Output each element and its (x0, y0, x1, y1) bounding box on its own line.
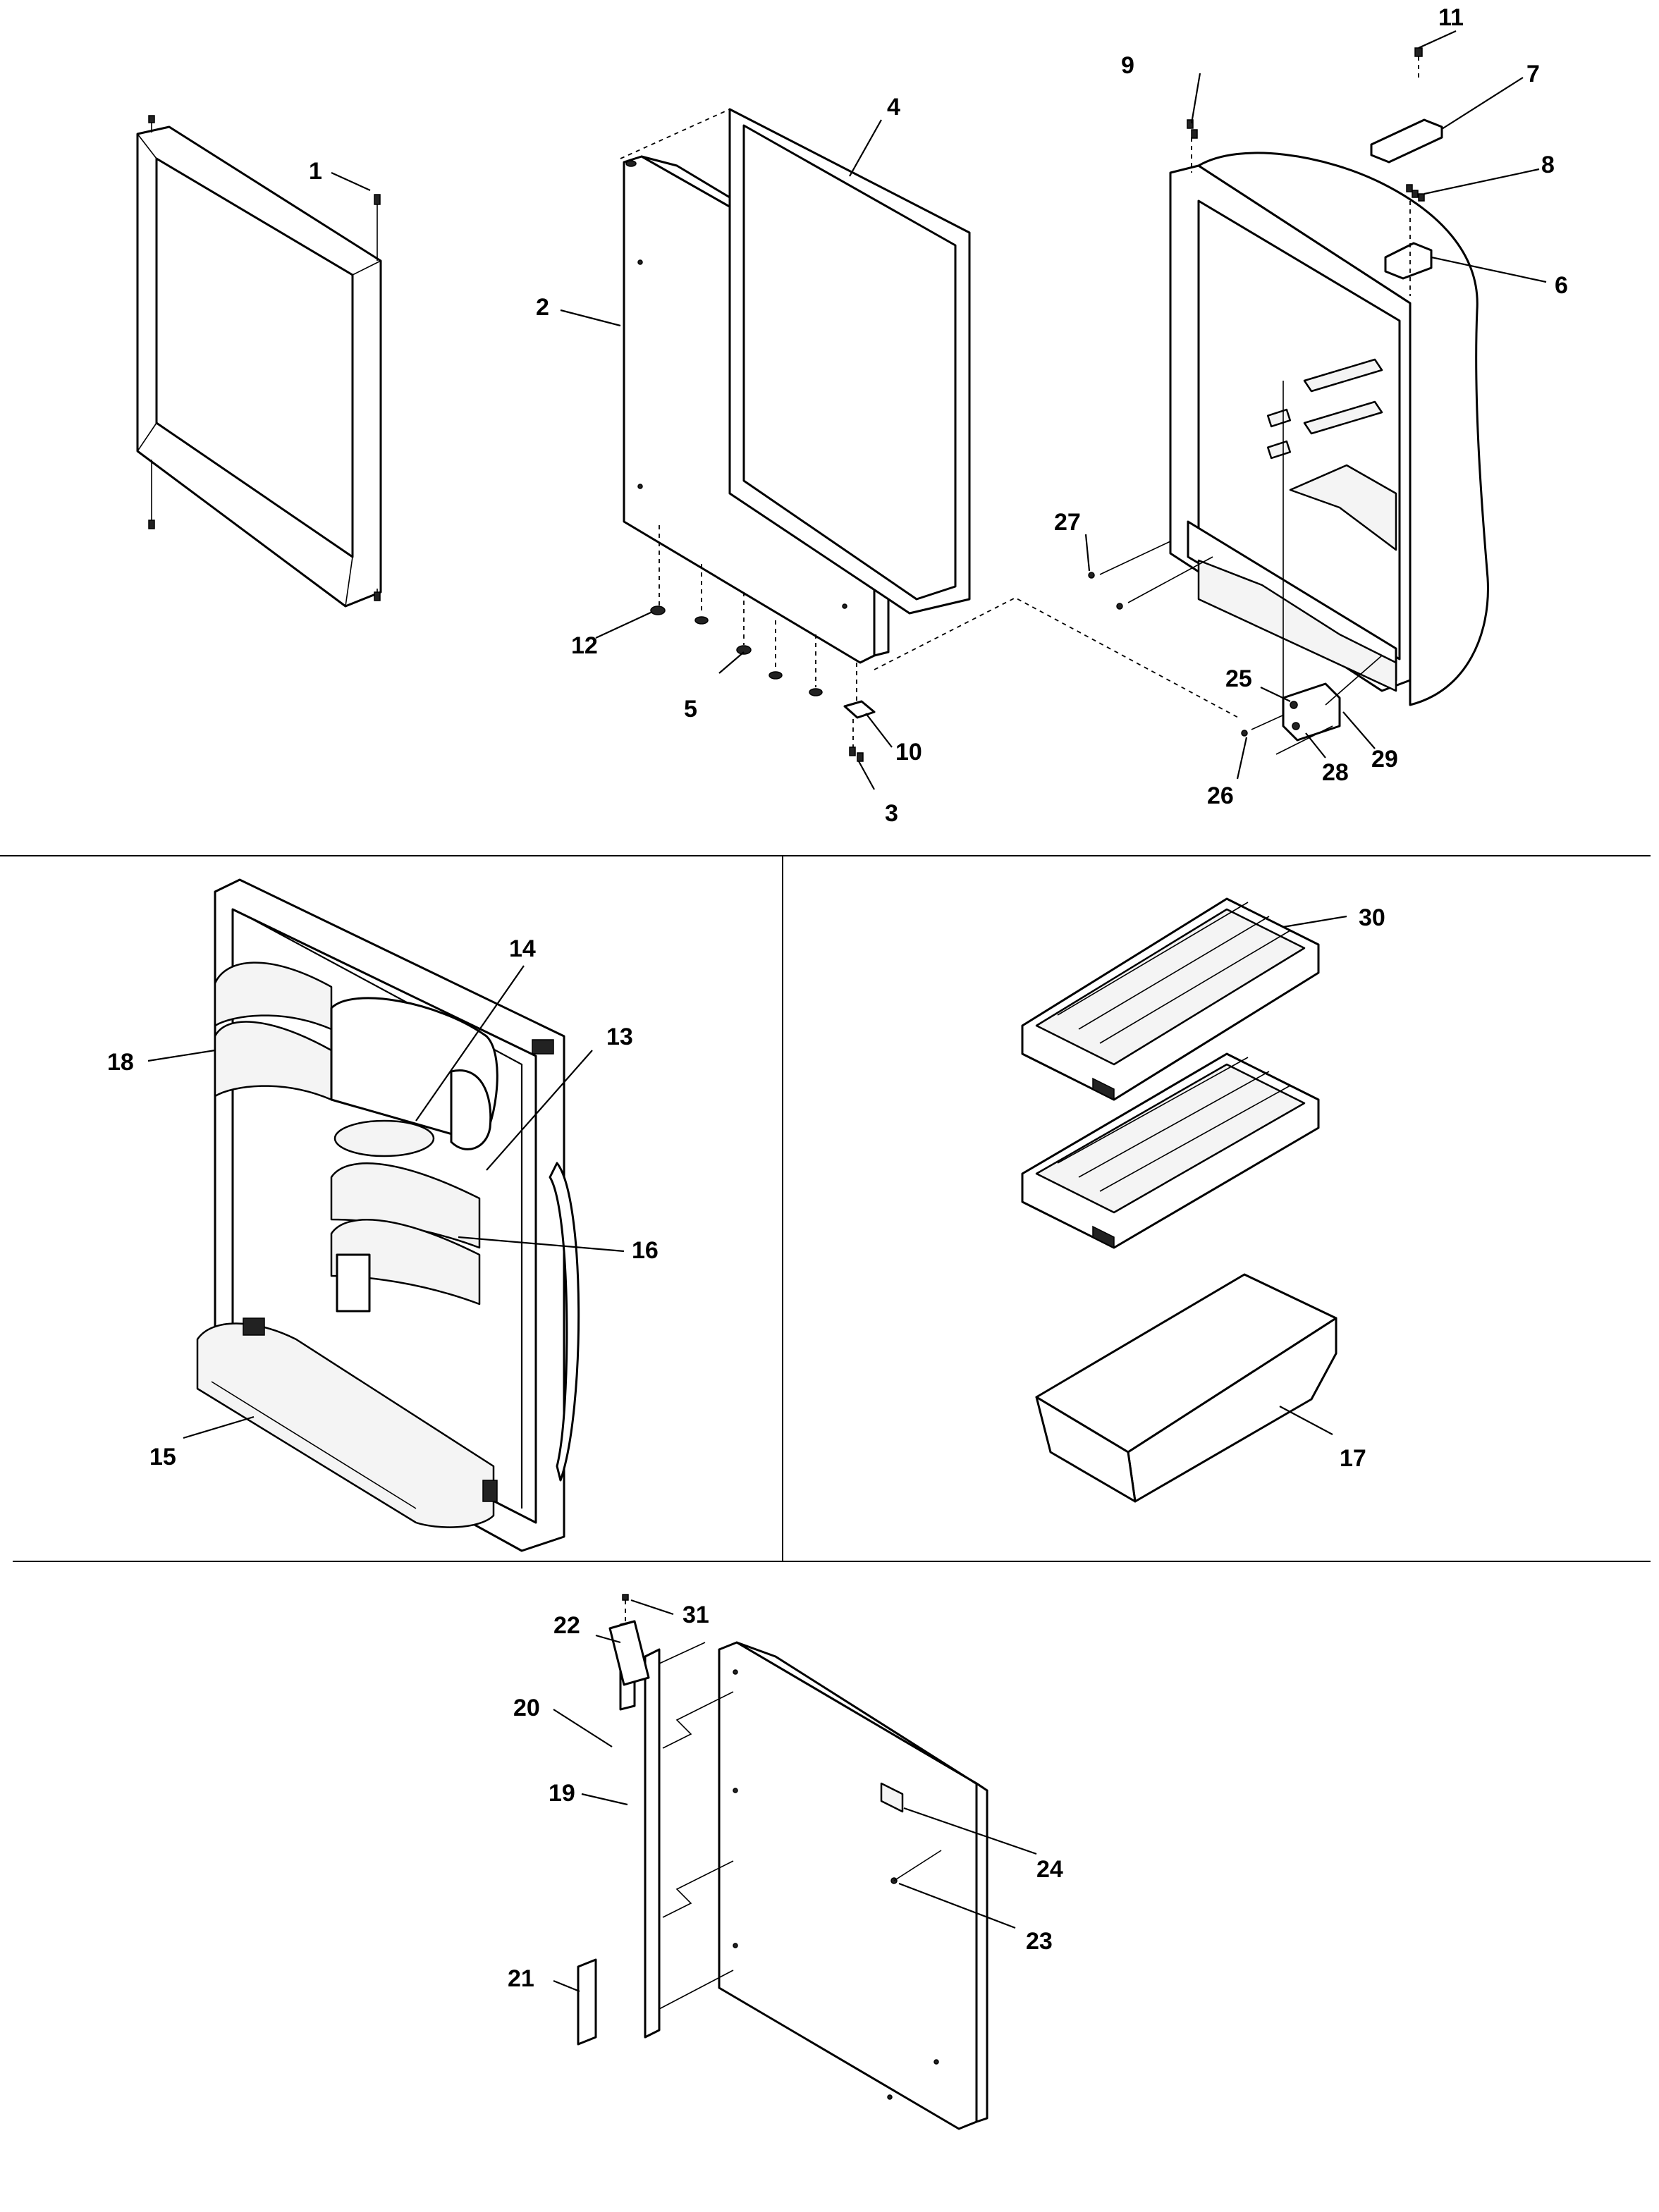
callout-9: 9 (1121, 52, 1134, 79)
cabinet (1169, 152, 1489, 706)
freezer-handle (577, 1594, 942, 2046)
callout-3: 3 (885, 800, 898, 827)
callout-16: 16 (632, 1237, 659, 1264)
callout-28: 28 (1322, 759, 1349, 786)
liner-frame (136, 115, 382, 608)
callout-11: 11 (1438, 4, 1464, 31)
callout-8: 8 (1541, 152, 1555, 178)
callout-5: 5 (684, 696, 697, 723)
callout-7: 7 (1526, 61, 1540, 87)
callout-6: 6 (1555, 272, 1568, 299)
top-leader-lines (331, 30, 1547, 790)
freezer-door (718, 1641, 988, 2130)
door-gasket (620, 108, 971, 615)
callout-18: 18 (107, 1049, 134, 1076)
callout-30: 30 (1359, 904, 1385, 931)
storage-bin (1035, 1273, 1337, 1503)
middle-right-leader-lines (1279, 915, 1347, 1435)
callout-17: 17 (1340, 1445, 1366, 1472)
callout-1: 1 (309, 158, 322, 185)
callout-21: 21 (508, 1965, 534, 1992)
callout-23: 23 (1026, 1928, 1053, 1955)
callout-31: 31 (682, 1602, 709, 1628)
callout-19: 19 (549, 1780, 575, 1807)
ice-tray-upper (1021, 897, 1320, 1101)
callout-2: 2 (536, 294, 549, 321)
callout-4: 4 (887, 94, 900, 121)
callout-22: 22 (553, 1612, 580, 1639)
callout-24: 24 (1036, 1856, 1063, 1883)
top-hinge-hardware (1187, 47, 1443, 296)
callout-20: 20 (513, 1695, 540, 1721)
callout-25: 25 (1225, 665, 1252, 692)
callout-12: 12 (571, 632, 598, 659)
callout-10: 10 (895, 739, 922, 766)
door-spacers (650, 525, 823, 696)
panel-separators (0, 855, 1651, 1562)
bottom-hinge-bracket (843, 596, 1242, 762)
callout-15: 15 (149, 1444, 176, 1470)
callout-13: 13 (606, 1024, 633, 1050)
ice-tray-lower (1021, 1052, 1320, 1249)
callout-26: 26 (1207, 782, 1234, 809)
middle-left-leader-lines (147, 965, 625, 1439)
callout-29: 29 (1371, 746, 1398, 773)
callout-14: 14 (509, 935, 536, 962)
bottom-leader-lines (553, 1599, 1037, 1993)
callout-27: 27 (1054, 509, 1081, 536)
callout-labels: 1 2 3 4 5 6 7 8 9 10 11 12 13 14 15 16 1… (107, 4, 1568, 1992)
bottom-hardware (1088, 541, 1383, 755)
door-interior (196, 878, 580, 1552)
